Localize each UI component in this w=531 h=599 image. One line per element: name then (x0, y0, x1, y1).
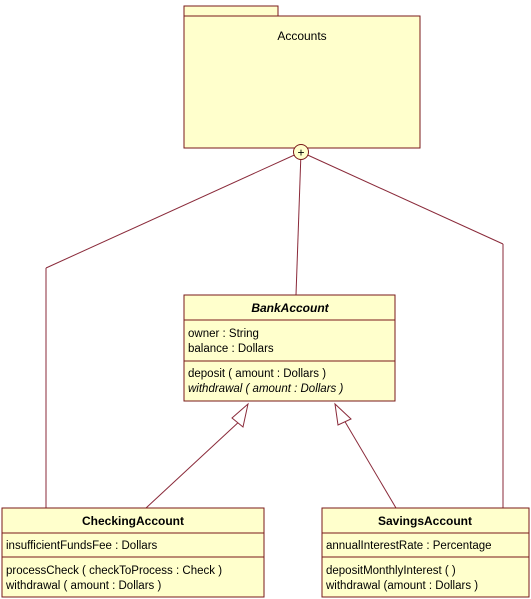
class-bankaccount-op-withdrawal: withdrawal ( amount : Dollars ) (188, 383, 343, 395)
containment-links (45, 151, 504, 508)
class-savingsaccount-op-depositinterest: depositMonthlyInterest ( ) (326, 565, 456, 577)
generalization-savings-to-bankaccount (343, 419, 397, 509)
class-bankaccount-box (183, 294, 396, 402)
package-tab (183, 5, 279, 17)
class-checkingaccount[interactable]: CheckingAccount insufficientFundsFee : D… (1, 507, 265, 598)
generalization-arrowhead-savings (334, 402, 352, 426)
class-bankaccount-attr-owner: owner : String (188, 328, 259, 340)
class-bankaccount-name: BankAccount (251, 301, 329, 315)
package-accounts[interactable]: Accounts (183, 5, 421, 149)
class-savingsaccount[interactable]: SavingsAccount annualInterestRate : Perc… (321, 507, 530, 598)
containment-link-bankaccount (295, 151, 302, 296)
containment-circle (293, 144, 309, 160)
containment-plus-icon: + (297, 146, 304, 160)
class-savingsaccount-box (321, 507, 530, 598)
class-bankaccount-op-deposit: deposit ( amount : Dollars ) (188, 368, 326, 380)
class-bankaccount[interactable]: BankAccount owner : String balance : Dol… (183, 294, 396, 402)
generalization-arrowhead-checking (231, 402, 249, 428)
class-savingsaccount-name: SavingsAccount (378, 514, 472, 528)
class-checkingaccount-name: CheckingAccount (82, 514, 184, 528)
class-checkingaccount-op-withdrawal: withdrawal ( amount : Dollars ) (5, 580, 161, 592)
containment-symbol: + (293, 144, 309, 160)
class-savingsaccount-attr-rate: annualInterestRate : Percentage (326, 540, 492, 552)
containment-link-savings-diag (300, 151, 504, 245)
class-checkingaccount-box (1, 507, 265, 598)
containment-link-checking-diag (45, 151, 302, 269)
class-bankaccount-attr-balance: balance : Dollars (188, 343, 274, 355)
package-body (183, 15, 421, 149)
class-checkingaccount-attr-fee: insufficientFundsFee : Dollars (6, 540, 158, 552)
inheritance-links (145, 402, 397, 509)
generalization-checking-to-bankaccount (145, 418, 243, 509)
class-checkingaccount-op-processcheck: processCheck ( checkToProcess : Check ) (6, 565, 222, 577)
package-name: Accounts (277, 29, 326, 43)
class-savingsaccount-op-withdrawal: withdrawal (amount : Dollars ) (325, 580, 478, 592)
